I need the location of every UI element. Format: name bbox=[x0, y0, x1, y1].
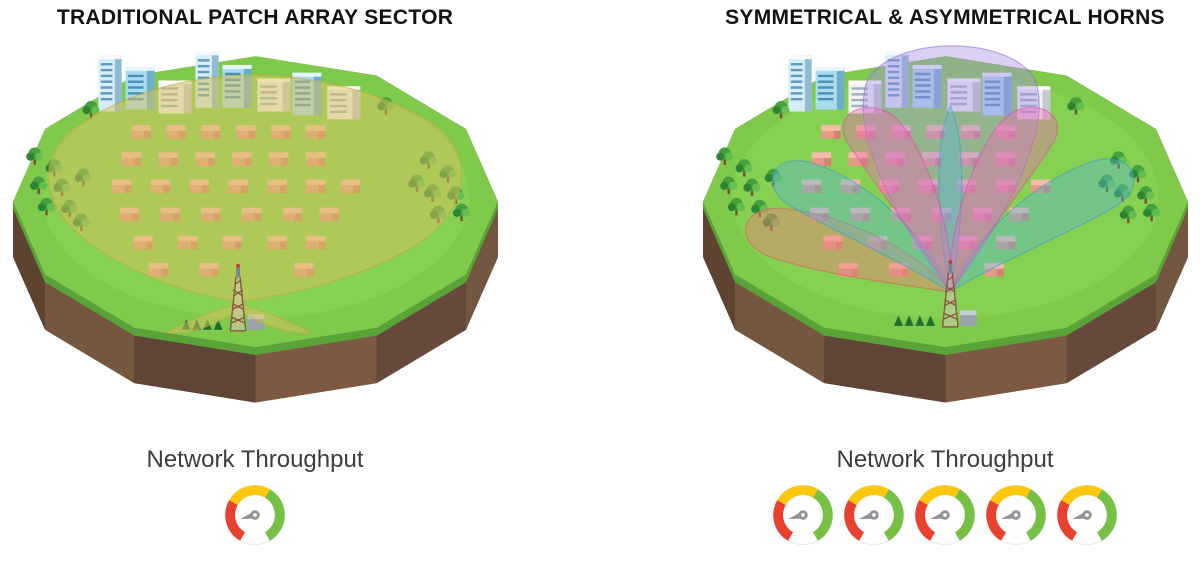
gauge-needle-hub-dot bbox=[253, 513, 257, 517]
pink-horn-beams bbox=[842, 106, 1058, 294]
panel-title-traditional: TRADITIONAL PATCH ARRAY SECTOR bbox=[56, 6, 454, 29]
throughput-gauge-icon bbox=[224, 484, 286, 546]
gauge-row-traditional bbox=[224, 484, 286, 546]
wide-sector-coverage-beam bbox=[47, 73, 462, 335]
throughput-label-traditional: Network Throughput bbox=[146, 446, 364, 473]
gauge-red-arc bbox=[773, 500, 794, 541]
gauge-red-arc bbox=[915, 500, 936, 541]
pink-horn-beam-right bbox=[948, 106, 1058, 294]
panel-symmetrical-asymmetrical-horns: SYMMETRICAL & ASYMMETRICAL HORNS Network… bbox=[555, 2, 1200, 583]
panel-traditional-patch-array: TRADITIONAL PATCH ARRAY SECTOR Network T… bbox=[0, 2, 555, 583]
throughput-gauge-icon bbox=[843, 484, 905, 546]
island-illustration-traditional bbox=[12, 32, 498, 403]
throughput-gauge-icon bbox=[772, 484, 834, 546]
gauge-green-arc bbox=[1025, 489, 1046, 541]
throughput-gauge-icon bbox=[1056, 484, 1118, 546]
salmon-horn-beam bbox=[744, 207, 952, 293]
gauge-yellow-arc bbox=[848, 485, 889, 506]
gauge-red-arc bbox=[986, 500, 1007, 541]
gauge-row-horns bbox=[772, 484, 1118, 546]
gauge-yellow-arc bbox=[777, 485, 818, 506]
gauge-green-arc bbox=[883, 489, 904, 541]
gauge-needle-hub-dot bbox=[872, 513, 876, 517]
gauge-red-arc bbox=[225, 500, 246, 541]
blue-horn-beam-center bbox=[937, 104, 962, 293]
gauge-yellow-arc bbox=[1061, 485, 1102, 506]
gauge-needle-hub-dot bbox=[1085, 513, 1089, 517]
throughput-gauge-icon bbox=[985, 484, 1047, 546]
gauge-green-arc bbox=[954, 489, 975, 541]
gauge-red-arc bbox=[844, 500, 865, 541]
gauge-needle-hub-dot bbox=[943, 513, 947, 517]
purple-horn-beam bbox=[862, 45, 1040, 294]
gauge-yellow-arc bbox=[990, 485, 1031, 506]
throughput-gauge-icon bbox=[914, 484, 976, 546]
pink-horn-beam-left bbox=[842, 106, 952, 294]
throughput-label-horns: Network Throughput bbox=[836, 446, 1054, 473]
blue-horn-beams bbox=[771, 104, 1135, 294]
gauge-needle-hub-dot bbox=[801, 513, 805, 517]
island-illustration-horns bbox=[702, 45, 1188, 403]
gauge-green-arc bbox=[1096, 489, 1117, 541]
gauge-green-arc bbox=[812, 489, 833, 541]
gauge-yellow-arc bbox=[229, 485, 270, 506]
panel-title-horns: SYMMETRICAL & ASYMMETRICAL HORNS bbox=[725, 6, 1165, 29]
gauge-yellow-arc bbox=[919, 485, 960, 506]
gauge-red-arc bbox=[1057, 500, 1078, 541]
gauge-needle-hub-dot bbox=[1014, 513, 1018, 517]
blue-horn-beam-left bbox=[771, 160, 951, 294]
gauge-green-arc bbox=[264, 489, 285, 541]
